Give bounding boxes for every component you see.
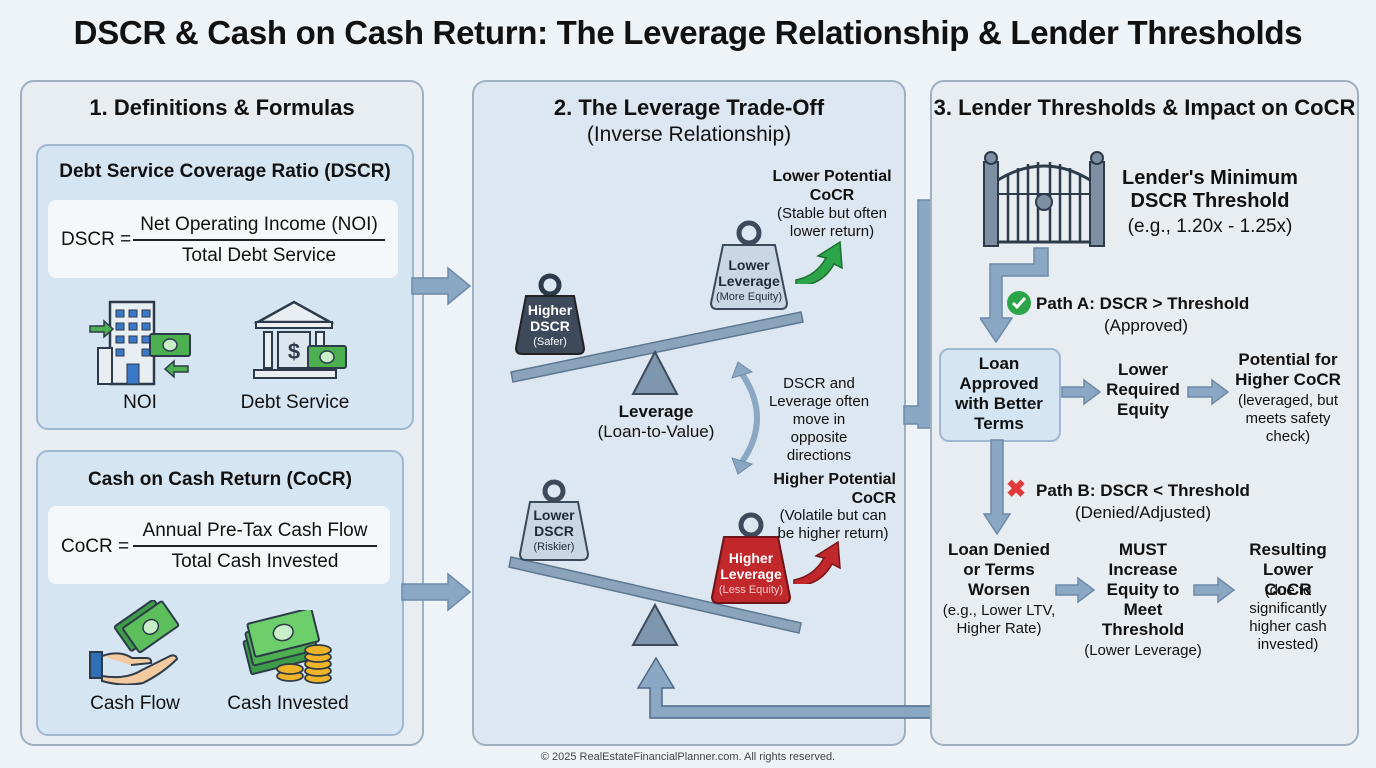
cocr-denominator: Total Cash Invested <box>171 551 339 572</box>
cash-invested-label: Cash Invested <box>227 693 349 714</box>
copyright-footer: © 2025 RealEstateFinancialPlanner.com. A… <box>540 751 836 763</box>
higher-cocr-title: Potential for Higher CoCR <box>1235 350 1341 389</box>
higher-cocr-note: (leveraged, but meets safety check) <box>1237 392 1339 445</box>
cross-icon: ✖ <box>1006 476 1027 503</box>
dscr-formula-lhs: DSCR = <box>61 229 132 250</box>
double-arrow-icon <box>731 361 760 475</box>
top-outcome-title: Lower Potential CoCR <box>772 168 892 204</box>
lender-panel-title: 3. Lender Thresholds & Impact on CoCR <box>933 95 1356 120</box>
check-icon <box>1007 291 1031 315</box>
definitions-panel-title: 1. Definitions & Formulas <box>89 95 355 120</box>
building-icon <box>89 300 191 386</box>
weight-lower-leverage-text: Lower Leverage (More Equity) <box>715 257 783 303</box>
weight-higher-leverage-icon <box>710 512 792 604</box>
top-outcome-note: (Stable but often lower return) <box>776 205 888 240</box>
path-b-title: Path B: DSCR < Threshold <box>1036 481 1250 500</box>
money-stack-icon <box>242 610 332 684</box>
bank-icon: $ <box>253 300 347 379</box>
threshold-title: Lender's Minimum DSCR Threshold <box>1122 167 1298 212</box>
approved-box-text: Loan Approved with Better Terms <box>955 354 1043 433</box>
down-arrow-icon <box>980 247 1049 344</box>
down-arrow-icon <box>982 439 1012 536</box>
cocr-formula-fraction: Annual Pre-Tax Cash Flow Total Cash Inve… <box>133 520 377 573</box>
denied-title: Loan Denied or Terms Worsen <box>947 540 1050 599</box>
weight-lower-dscr-text: Lower DSCR (Riskier) <box>533 507 575 553</box>
top-seesaw <box>510 311 804 395</box>
weight-lower-dscr-icon <box>518 479 590 561</box>
cash-flow-label: Cash Flow <box>90 693 180 714</box>
red-up-arrow-icon <box>793 540 841 584</box>
dscr-card-title: Debt Service Coverage Ratio (DSCR) <box>59 161 391 182</box>
arrow-right-icon <box>1055 576 1096 604</box>
weight-higher-dscr-icon <box>514 273 586 355</box>
bottom-outcome-note: (Volatile but can be higher return) <box>777 507 889 542</box>
path-a-title: Path A: DSCR > Threshold <box>1036 294 1250 313</box>
lower-cocr-note: (due to significantly higher cash invest… <box>1249 582 1327 653</box>
bottom-outcome-title: Higher Potential CoCR <box>773 471 896 507</box>
path-a-note: (Approved) <box>1103 316 1189 335</box>
dscr-denominator: Total Debt Service <box>181 245 337 266</box>
noi-label: NOI <box>123 392 157 413</box>
leverage-panel-subtitle: (Inverse Relationship) <box>586 123 792 146</box>
weight-higher-leverage-text: Higher Leverage (Less Equity) <box>718 550 784 596</box>
arrow-right-icon <box>1193 576 1236 604</box>
threshold-note: (e.g., 1.20x - 1.25x) <box>1127 216 1293 237</box>
fulcrum-label: Leverage <box>618 402 694 421</box>
must-increase-title: MUST Increase Equity to Meet Threshold <box>1101 540 1185 639</box>
weight-lower-leverage-icon <box>709 220 789 310</box>
denied-note: (e.g., Lower LTV, Higher Rate) <box>942 602 1056 637</box>
bottom-seesaw <box>508 556 802 646</box>
gate-icon <box>983 151 1105 247</box>
debt-service-label: Debt Service <box>240 392 350 413</box>
dscr-formula-fraction: Net Operating Income (NOI) Total Debt Se… <box>133 214 385 267</box>
must-increase-note: (Lower Leverage) <box>1084 642 1202 659</box>
middle-note: DSCR and Leverage often move in opposite… <box>768 375 870 464</box>
page-title: DSCR & Cash on Cash Return: The Leverage… <box>73 14 1303 51</box>
cocr-card-title: Cash on Cash Return (CoCR) <box>88 469 352 490</box>
path-b-note: (Denied/Adjusted) <box>1074 503 1212 522</box>
green-up-arrow-icon <box>795 240 843 284</box>
bank-dollar-sign: $ <box>288 339 300 364</box>
arrow-right-icon <box>1187 378 1230 406</box>
fulcrum-note: (Loan-to-Value) <box>597 422 715 441</box>
lower-equity-text: Lower Required Equity <box>1106 360 1180 419</box>
lower-cocr-title: Resulting Lower CoCR <box>1249 540 1327 599</box>
arrow-right-icon <box>411 266 472 306</box>
hand-cash-icon <box>89 600 180 685</box>
leverage-panel <box>472 80 906 746</box>
arrow-right-icon <box>1061 378 1102 406</box>
cocr-card <box>36 450 404 736</box>
cocr-numerator: Annual Pre-Tax Cash Flow <box>133 520 377 547</box>
leverage-panel-title: 2. The Leverage Trade-Off <box>553 95 825 120</box>
arrow-right-icon <box>401 572 472 612</box>
dscr-numerator: Net Operating Income (NOI) <box>133 214 385 241</box>
weight-higher-dscr-text: Higher DSCR (Safer) <box>527 302 573 348</box>
cocr-formula-lhs: CoCR = <box>61 536 130 557</box>
